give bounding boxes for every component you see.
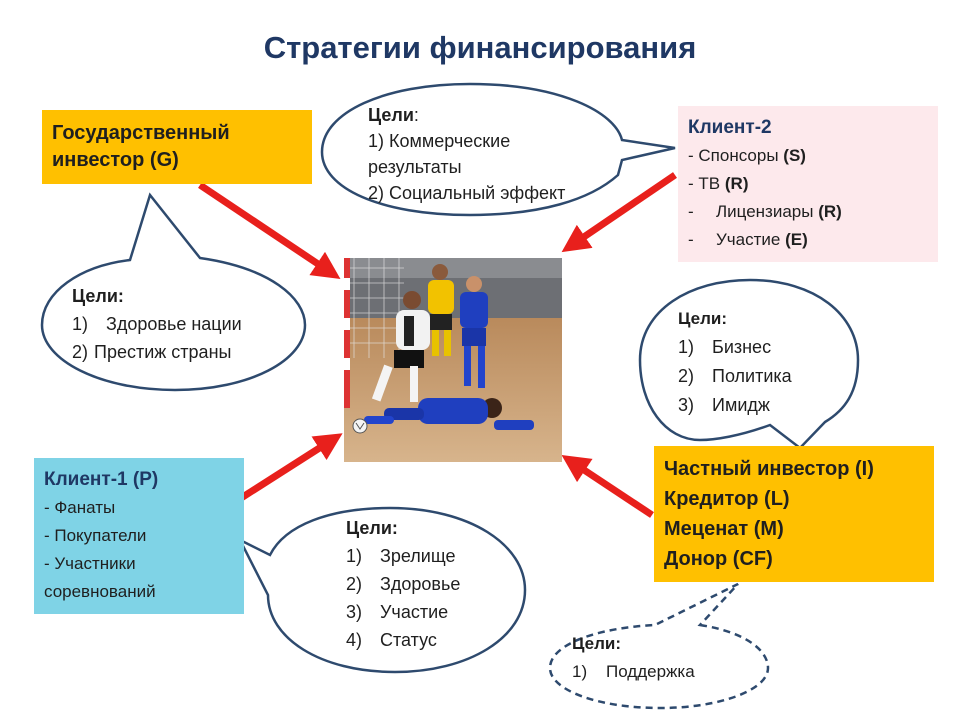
- bubble-client1-text: Цели: 1) Зрелище 2) Здоровье 3) Участие 4) С…: [346, 514, 460, 654]
- bubble-right-text: Цели: 1) Бизнес 2) Политика 3) Имидж: [678, 304, 792, 420]
- item-text: Лицензиары: [716, 202, 814, 221]
- private-investor-line: Кредитор (L): [664, 488, 790, 510]
- bubble-line: 2) Социальный эффект: [368, 183, 566, 203]
- goal-number: 1): [572, 662, 588, 681]
- goal-text: Участие: [380, 602, 449, 622]
- bubble-heading: Цели:: [368, 102, 565, 128]
- bubble-goal: 1) Бизнес: [678, 333, 792, 362]
- goal-text: Зрелище: [380, 546, 456, 566]
- client2-title: Клиент-2: [688, 117, 772, 138]
- arrow-client2-to-center: [561, 172, 677, 253]
- gov-investor-line1: Государственный: [52, 122, 230, 144]
- goal-number: 1): [72, 314, 89, 334]
- client1-item: соревнований: [44, 582, 156, 601]
- bubble-goal: 1) Зрелище: [346, 542, 460, 570]
- goal-text: Политика: [712, 366, 792, 386]
- client1-item: - Фанаты: [44, 498, 116, 517]
- gov-investor-line2: инвестор (G): [52, 149, 179, 171]
- bubble-goal: 2)Престиж страны: [72, 338, 242, 366]
- goal-number: 1): [346, 546, 363, 566]
- bubble-bottom-text: Цели: 1) Поддержка: [572, 630, 695, 686]
- client2-box: Клиент-2 - Спонсоры (S) - ТВ (R) - Лиценз…: [678, 106, 938, 262]
- bubble-line: результаты: [368, 157, 462, 177]
- bubble-goal: 4) Статус: [346, 626, 460, 654]
- arrow-gov-to-center: [198, 182, 341, 280]
- goal-number: 2): [346, 574, 363, 594]
- item-code: (E): [785, 230, 808, 249]
- bubble-goal: 1) Здоровье нации: [72, 310, 242, 338]
- dash-marker: -: [688, 202, 694, 221]
- futsal-photo: [344, 258, 562, 462]
- client1-item: - Покупатели: [44, 526, 147, 545]
- bubble-goal: 1) Поддержка: [572, 658, 695, 686]
- arrow-private-to-center: [561, 455, 654, 518]
- bubble-goal: 3) Участие: [346, 598, 460, 626]
- page-title: Стратегии финансирования: [263, 30, 697, 65]
- dash-marker: -: [688, 174, 694, 193]
- item-text: ТВ: [698, 174, 721, 193]
- bubble-goal: 3) Имидж: [678, 391, 792, 420]
- bubble-heading: Цели:: [572, 634, 621, 653]
- bubble-top-text: Цели: 1) Коммерческие результаты 2) Соци…: [368, 102, 565, 206]
- gov-investor-box: Государственный инвестор (G): [42, 110, 312, 184]
- dash-marker: -: [688, 230, 694, 249]
- goal-number: 1): [678, 337, 695, 357]
- speech-bubble-gov: [40, 192, 307, 392]
- private-investor-line: Донор (CF): [664, 548, 773, 570]
- heading-text: Цели: [368, 105, 414, 125]
- private-investor-line: Частный инвестор (I): [664, 458, 874, 480]
- item-text: Участие: [716, 230, 781, 249]
- goal-number: 3): [346, 602, 363, 622]
- bubble-goal: 2) Политика: [678, 362, 792, 391]
- speech-bubble-right: [638, 278, 860, 450]
- speech-bubble-client1: [237, 506, 527, 674]
- bubble-heading: Цели:: [678, 309, 727, 328]
- goal-number: 2): [72, 342, 89, 362]
- client2-item-participation: - Участие (E): [688, 226, 928, 254]
- bubble-gov-text: Цели: 1) Здоровье нации 2)Престиж страны: [72, 282, 242, 366]
- goal-text: Имидж: [712, 395, 770, 415]
- bubble-heading: Цели:: [72, 286, 124, 306]
- speech-bubble-bottom: [548, 582, 770, 710]
- item-code: (R): [724, 174, 749, 193]
- bubble-heading: Цели:: [346, 518, 398, 538]
- goal-number: 3): [678, 395, 695, 415]
- arrow-client1-to-center: [236, 433, 343, 503]
- client1-title: Клиент-1 (P): [44, 469, 159, 490]
- speech-bubble-top: [320, 82, 676, 217]
- client2-item-sponsors: - Спонсоры (S): [688, 142, 928, 170]
- goal-text: Здоровье нации: [106, 314, 242, 334]
- goal-text: Статус: [380, 630, 437, 650]
- client1-box: Клиент-1 (P) - Фанаты - Покупатели - Уча…: [34, 458, 244, 614]
- goal-number: 2): [678, 366, 695, 386]
- goal-text: Здоровье: [380, 574, 461, 594]
- goal-number: 4): [346, 630, 363, 650]
- futsal-players-image: [344, 258, 562, 462]
- goal-text: Престиж страны: [94, 342, 232, 362]
- client2-item-licensors: - Лицензиары (R): [688, 198, 928, 226]
- item-code: (R): [818, 202, 842, 221]
- heading-colon: :: [413, 105, 419, 125]
- bubble-goal: 2) Здоровье: [346, 570, 460, 598]
- goal-text: Поддержка: [606, 662, 695, 681]
- dash-marker: -: [688, 146, 694, 165]
- private-investor-box: Частный инвестор (I) Кредитор (L) Мецена…: [654, 446, 934, 582]
- item-code: (S): [783, 146, 806, 165]
- private-investor-line: Меценат (M): [664, 518, 784, 540]
- client2-item-tv: - ТВ (R): [688, 170, 928, 198]
- client1-item: - Участники: [44, 554, 136, 573]
- item-text: Спонсоры: [698, 146, 779, 165]
- goal-text: Бизнес: [712, 337, 772, 357]
- bubble-line: 1) Коммерческие: [368, 131, 511, 151]
